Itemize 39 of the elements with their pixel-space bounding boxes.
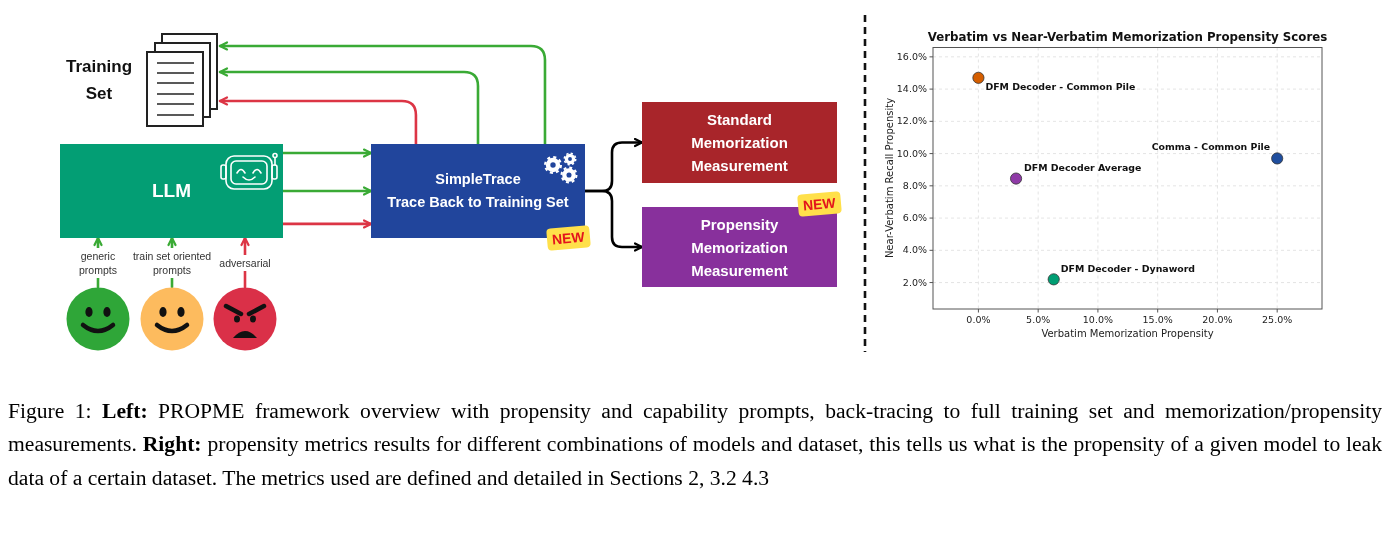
arrow	[218, 41, 547, 146]
smiling-face-icon	[140, 287, 204, 351]
new-badge: NEW	[797, 191, 842, 217]
angry-face-icon	[213, 287, 277, 351]
arrow	[218, 96, 418, 146]
box-label: Propensity Memorization Measurement	[690, 214, 789, 281]
figure-caption: Figure 1: Left: PROPME framework overview with propensity and capability prompts, back-tracing to full training set and memorization/propensity measurements. Right: propensity metrics results for different combinations of models and dataset, this tells us what is the propensity of a given model to leak data of a certain dataset. The metrics used are defined and detailed in Sections 2, 3.2 4.3	[8, 398, 1382, 492]
smiling-face-icon	[66, 287, 130, 351]
tick-label: 10.0%	[1082, 314, 1113, 326]
tick-label: 0.0%	[966, 314, 991, 326]
tick-label: 20.0%	[1202, 314, 1233, 326]
tick-label: 5.0%	[1026, 314, 1051, 326]
axis-title: Near-Verbatim Recall Propensity	[882, 98, 896, 259]
tick-label: 12.0%	[896, 115, 927, 128]
tick-label: 25.0%	[1262, 314, 1293, 326]
process-box	[60, 144, 283, 238]
tick-label: 4.0%	[902, 244, 927, 257]
box-label: Standard Memorization Measurement	[690, 110, 789, 176]
tick-label: 6.0%	[902, 212, 927, 225]
tick-label: 14.0%	[896, 83, 927, 96]
box-label: SimpleTrace	[435, 170, 521, 189]
point-label: Comma - Common Pile	[1151, 141, 1271, 154]
arrow	[218, 67, 480, 146]
tick-label: 8.0%	[902, 179, 927, 192]
box-label: LLM	[151, 179, 191, 203]
tick-label: 16.0%	[896, 50, 927, 63]
axis-title: Verbatim Memorization Propensity	[1041, 327, 1214, 340]
new-badge: NEW	[546, 225, 591, 251]
point-label: DFM Decoder - Dynaword	[1060, 263, 1196, 276]
box-label: Trace Back to Training Set	[387, 193, 569, 212]
point-label: DFM Decoder - Common Pile	[985, 80, 1136, 93]
tick-label: 10.0%	[896, 147, 927, 160]
edge-label: train set oriented prompts	[130, 247, 214, 278]
tick-label: 15.0%	[1142, 314, 1173, 326]
chart-title: Verbatim vs Near-Verbatim Memorization Propensity Scores	[927, 29, 1328, 44]
process-box	[642, 102, 837, 183]
node-label: Training Set	[64, 56, 134, 105]
tick-label: 2.0%	[902, 276, 927, 289]
point-label: DFM Decoder Average	[1024, 161, 1142, 174]
